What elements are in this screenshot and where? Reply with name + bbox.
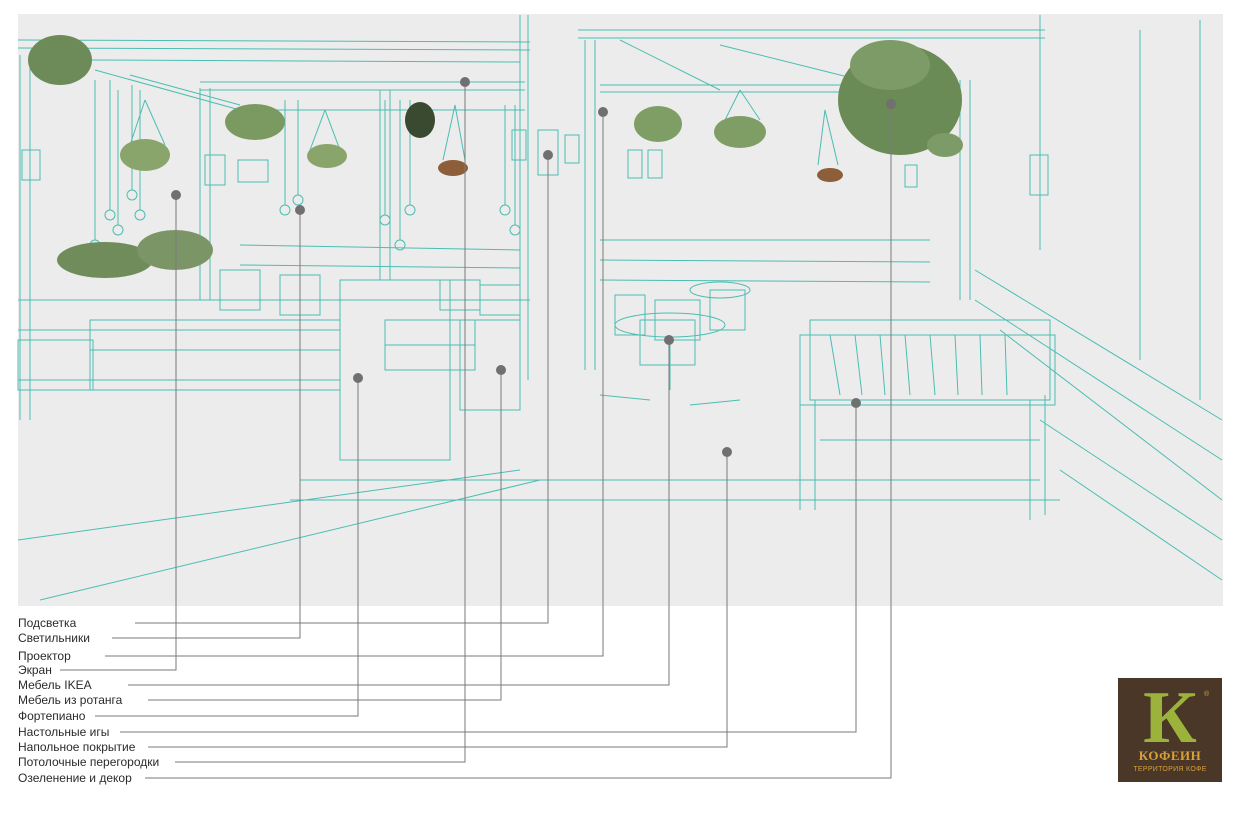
legend-label-greenery-decor: Озеленение и декор	[18, 771, 132, 785]
logo-letter-icon: К ®	[1143, 678, 1210, 750]
kofein-logo: К ® КОФЕИН ТЕРРИТОРИЯ КОФЕ	[1118, 678, 1222, 782]
legend-label-piano: Фортепиано	[18, 709, 86, 723]
marker-luminaires	[295, 205, 305, 215]
legend-label-projector: Проектор	[18, 649, 71, 663]
marker-board-games	[851, 398, 861, 408]
marker-ceiling-partitions	[460, 77, 470, 87]
legend-label-ceiling-partitions: Потолочные перегородки	[18, 755, 160, 769]
marker-greenery-decor	[886, 99, 896, 109]
marker-piano	[353, 373, 363, 383]
greenery-decor-shapes	[28, 35, 963, 278]
legend-label-screen: Экран	[18, 663, 52, 677]
legend-label-rattan-furniture: Мебель из ротанга	[18, 693, 123, 707]
logo-name: КОФЕИН	[1138, 748, 1202, 763]
marker-rattan-furniture	[496, 365, 506, 375]
wireframe-lines	[17, 15, 1223, 601]
logo-trademark: ®	[1204, 690, 1210, 698]
marker-screen	[171, 190, 181, 200]
legend-label-flooring: Напольное покрытие	[18, 740, 136, 754]
render-panel	[18, 14, 1223, 606]
legend-label-luminaires: Светильники	[18, 631, 90, 645]
marker-flooring	[722, 447, 732, 457]
leader-lines	[60, 82, 892, 779]
marker-ikea-furniture	[664, 335, 674, 345]
legend-label-ikea-furniture: Мебель IKEA	[18, 678, 92, 692]
legend-label-board-games: Настольные игы	[18, 725, 110, 739]
logo-tagline: ТЕРРИТОРИЯ КОФЕ	[1133, 766, 1207, 773]
logo-letter: К	[1143, 678, 1197, 750]
legend-label-backlight: Подсветка	[18, 616, 77, 630]
marker-projector	[598, 107, 608, 117]
marker-backlight	[543, 150, 553, 160]
